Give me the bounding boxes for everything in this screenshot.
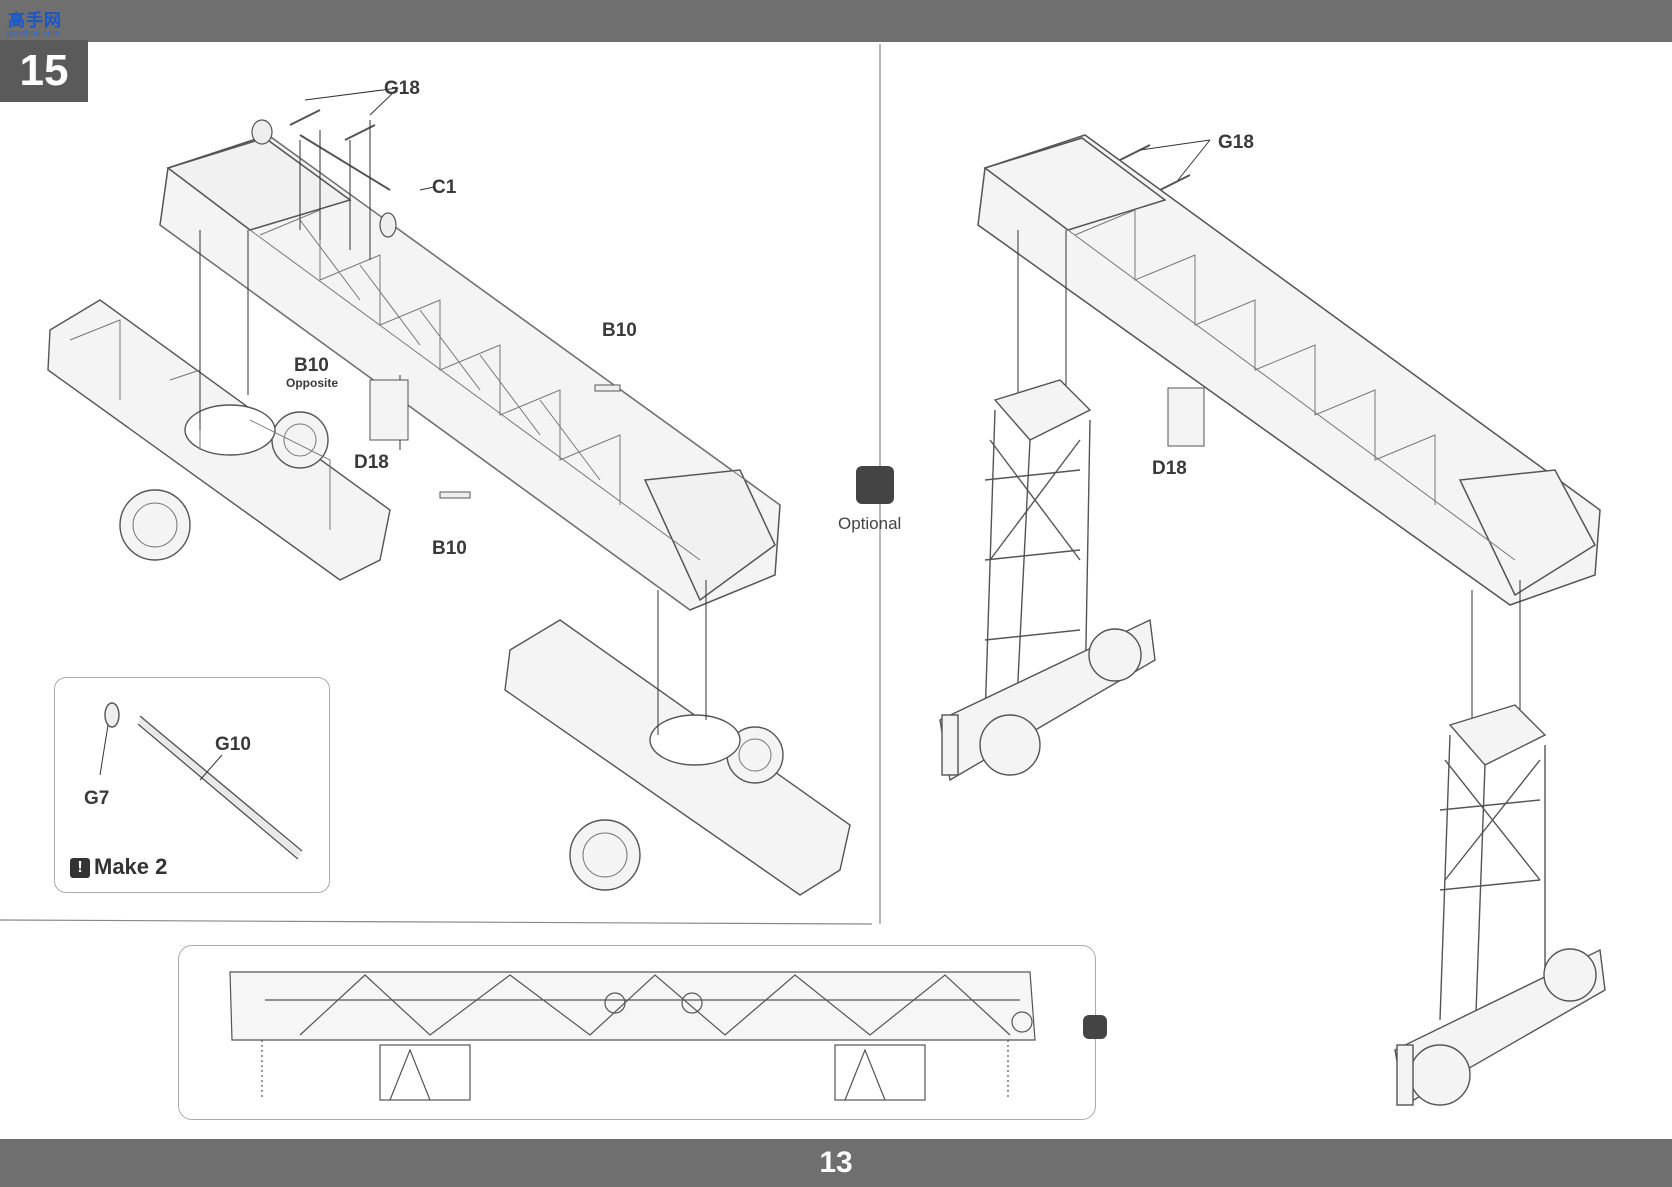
site-logo-sub: gaoshou.com bbox=[6, 28, 61, 38]
label-b10-left: B10 bbox=[294, 355, 329, 376]
lower-dolly bbox=[504, 619, 851, 896]
right-tower bbox=[1394, 704, 1606, 1107]
label-d18: D18 bbox=[354, 452, 389, 473]
left-dolly bbox=[47, 299, 391, 581]
label-d18-right: D18 bbox=[1152, 458, 1187, 479]
side-view-inset bbox=[178, 945, 1096, 1120]
left-boom bbox=[159, 134, 781, 611]
label-g18-right: G18 bbox=[1218, 132, 1254, 153]
top-bar bbox=[0, 0, 1672, 42]
optional-icon bbox=[856, 466, 894, 504]
warning-icon: ! bbox=[70, 858, 90, 878]
parts-inset bbox=[54, 677, 330, 893]
make-count-text: Make 2 bbox=[94, 854, 168, 879]
make-count: !Make 2 bbox=[70, 854, 167, 880]
page-number: 13 bbox=[819, 1146, 853, 1179]
bottom-bar bbox=[0, 1139, 1672, 1187]
side-view-boom bbox=[229, 971, 1036, 1101]
site-logo: 高手网 bbox=[8, 11, 62, 30]
left-tower bbox=[939, 379, 1156, 782]
optional-label: Optional bbox=[838, 514, 902, 533]
label-b10-top: B10 bbox=[602, 320, 637, 341]
right-boom bbox=[977, 134, 1601, 606]
label-g10: G10 bbox=[215, 734, 251, 755]
label-opposite: Opposite bbox=[286, 376, 339, 390]
step-number: 15 bbox=[0, 40, 88, 102]
label-c1: C1 bbox=[432, 177, 457, 198]
label-g18: G18 bbox=[384, 78, 420, 99]
optional-icon-small bbox=[1083, 1015, 1107, 1039]
label-b10-bottom: B10 bbox=[432, 538, 467, 559]
label-g7: G7 bbox=[84, 788, 110, 809]
